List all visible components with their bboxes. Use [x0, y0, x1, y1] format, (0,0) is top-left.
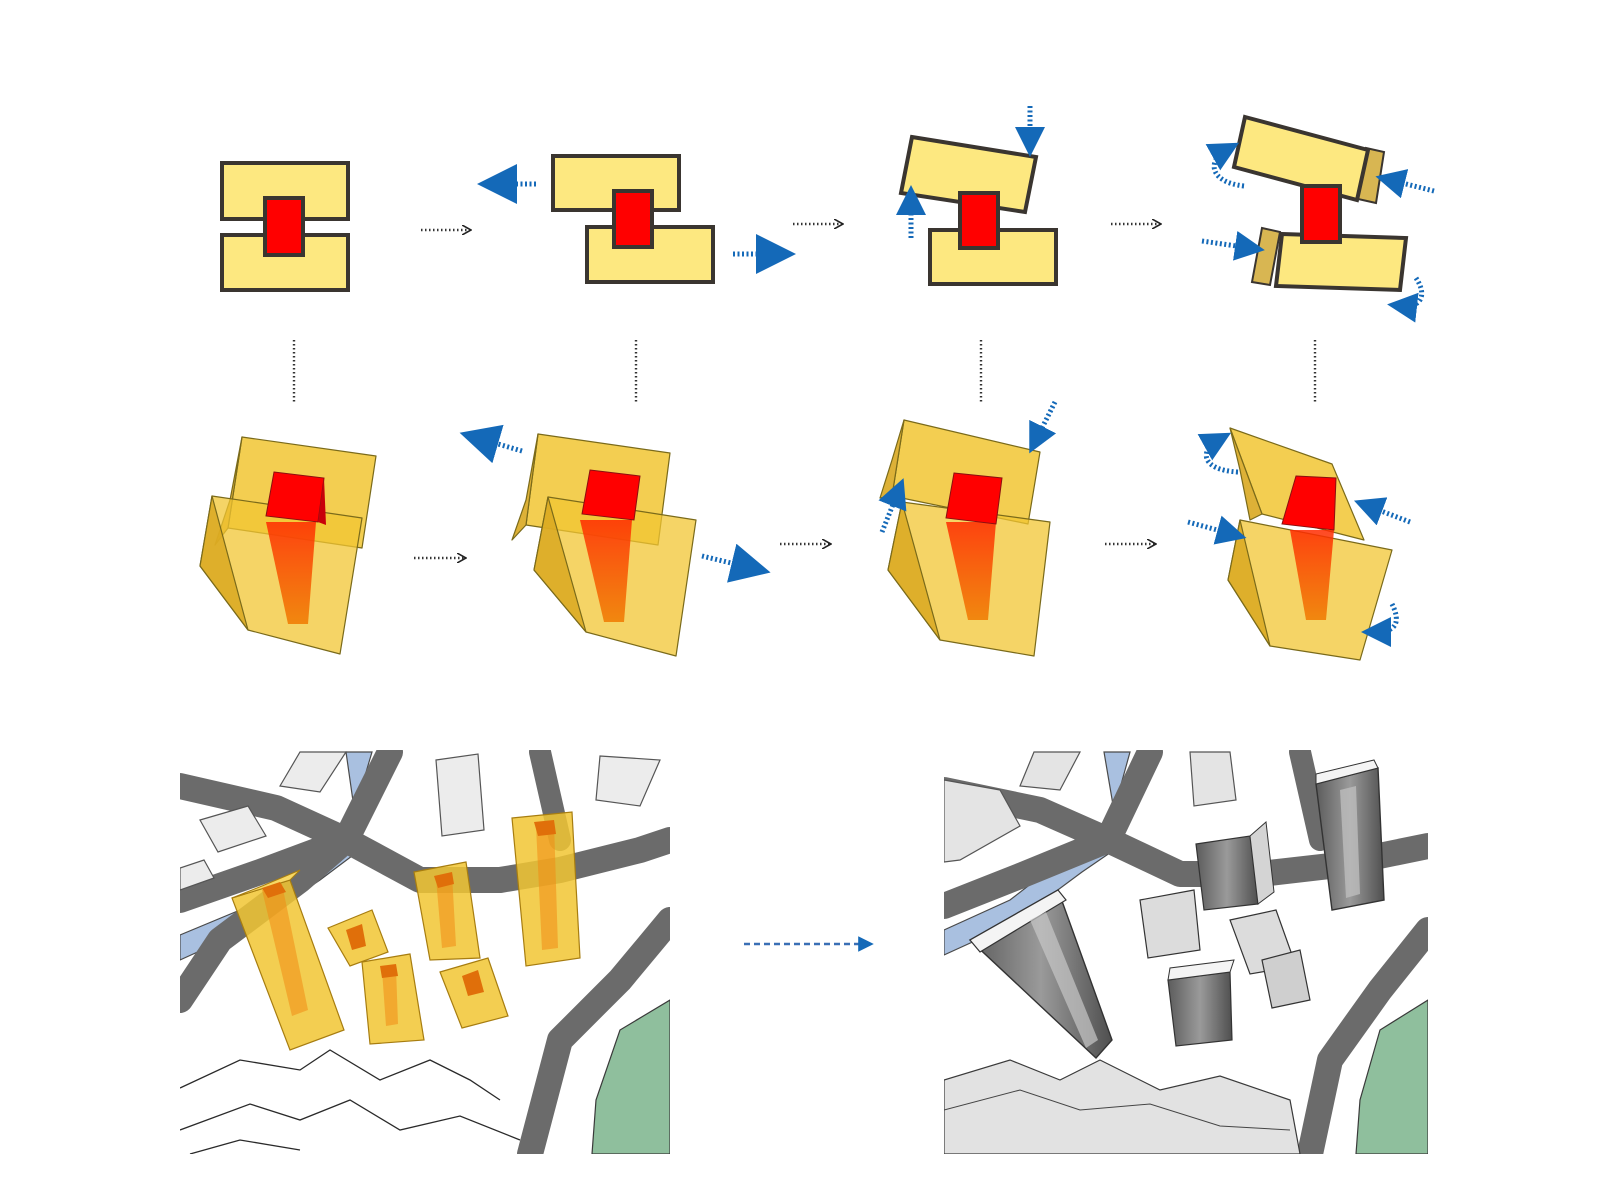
final-tower-d: [1139, 889, 1311, 1009]
massing-towers: [231, 811, 581, 1051]
final-towers: [968, 759, 1385, 1060]
shift-left-arrow: [459, 424, 523, 464]
shift-right-arrow: [701, 543, 771, 583]
plan-step-4: [1201, 114, 1435, 323]
upper-block-side: [1229, 427, 1263, 521]
plan-step-1: [220, 161, 350, 292]
context-buildings: [944, 751, 1237, 863]
plan-block-bottom: [928, 228, 1058, 286]
final-tower-a: [968, 888, 1113, 1060]
tower-b: [327, 909, 389, 967]
lower-block-side: [1227, 519, 1271, 647]
terrain-contours: [180, 1049, 521, 1154]
core-side: [318, 478, 326, 525]
core-top: [945, 472, 1003, 525]
lower-block-side: [887, 501, 941, 641]
terrain-plates: [944, 1059, 1301, 1154]
tower-d: [413, 861, 481, 961]
tower-c: [361, 953, 425, 1045]
final-tower-c: [1195, 820, 1275, 911]
rotate-arrow-top: [1205, 142, 1245, 189]
core-top: [1281, 475, 1337, 531]
rotate-arrow-bottom: [1387, 276, 1425, 323]
push-in-arrow-left: [1187, 515, 1247, 545]
core-shaft: [266, 522, 316, 624]
core-shaft: [946, 522, 996, 620]
push-in-arrow-right: [1375, 169, 1435, 199]
push-in-arrow-right: [1353, 497, 1411, 526]
plan-block-top: [898, 134, 1039, 215]
core-shaft: [1290, 530, 1334, 620]
tower-e: [439, 957, 509, 1029]
final-tower-b: [1167, 959, 1235, 1047]
plan-step-2: [477, 154, 796, 284]
plan-core: [263, 196, 305, 257]
lower-block-side: [199, 495, 249, 631]
volume-step-3: [878, 400, 1058, 657]
plan-block-bottom: [1273, 231, 1409, 293]
push-in-arrow-left: [1201, 230, 1265, 261]
push-down-arrow: [1029, 400, 1058, 454]
volume-step-4: [1187, 427, 1411, 661]
plan-core: [958, 191, 1000, 250]
plan-core: [612, 189, 654, 249]
tower-a: [231, 869, 345, 1051]
park: [591, 999, 670, 1154]
core-top: [265, 471, 325, 523]
core-top: [581, 469, 641, 521]
plan-core: [1300, 184, 1342, 244]
upper-block-side: [511, 433, 539, 541]
volume-step-2: [459, 424, 771, 657]
lower-block-side: [533, 496, 587, 633]
rotate-arrow-top: [1197, 432, 1239, 475]
context-buildings: [180, 751, 661, 891]
plan-step-3: [896, 106, 1058, 286]
plan-block-bottom-side: [1250, 226, 1282, 287]
volume-step-1: [199, 436, 377, 655]
final-tower-e: [1315, 759, 1385, 911]
park: [1355, 999, 1428, 1154]
push-up-arrow: [878, 478, 907, 533]
site-view-massing: [180, 750, 670, 1154]
tower-f: [511, 811, 581, 967]
site-view-final-design: [944, 750, 1428, 1154]
core-shaft: [580, 520, 632, 622]
plan-block-bottom: [585, 225, 715, 284]
rotate-arrow-bottom: [1361, 602, 1399, 647]
